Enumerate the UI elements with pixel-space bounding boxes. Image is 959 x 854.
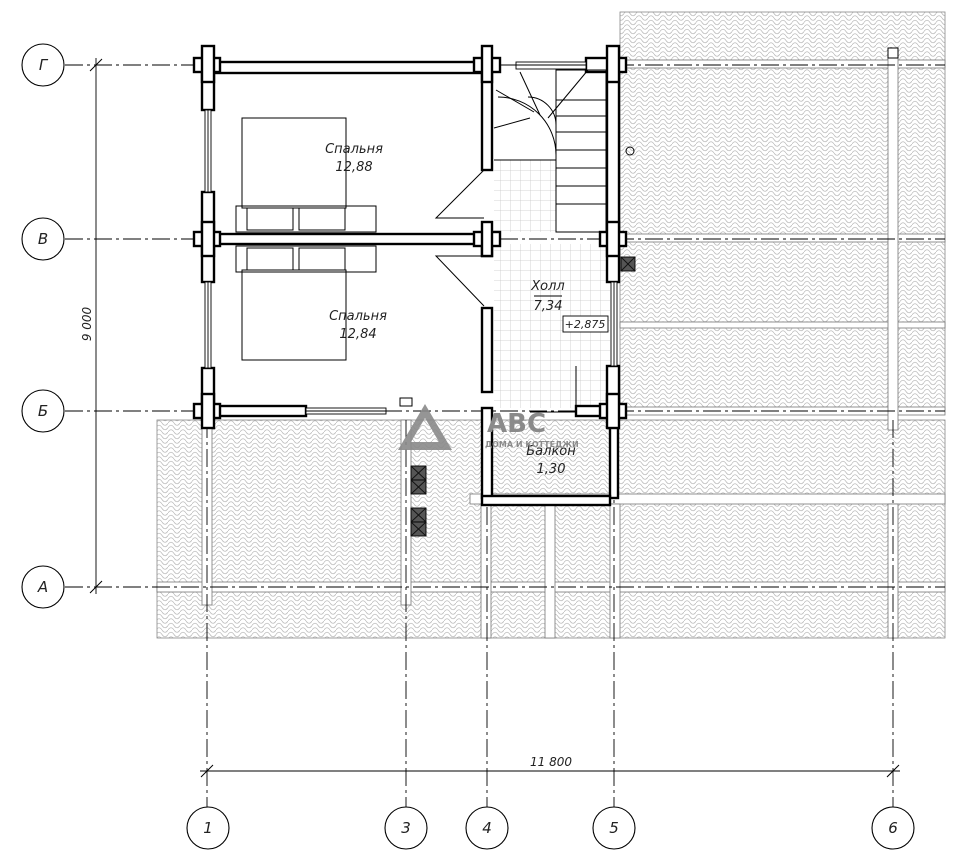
room-labels: Спальня 12,88 Спальня 12,84 Холл 7,34 +2… [325, 142, 605, 477]
hall-name: Холл [530, 279, 564, 294]
axis-label-g: Г [39, 56, 49, 74]
doors [434, 169, 577, 413]
axis-markers-numbers [186, 806, 915, 850]
balcony-name: Балкон [526, 444, 576, 459]
axis-label-b: Б [38, 402, 48, 420]
level-marker-box [562, 315, 609, 333]
axis-label-4: 4 [482, 819, 492, 837]
axis-labels-numbers: 1 3 4 5 6 [203, 819, 898, 837]
axis-circle-4 [465, 806, 509, 850]
axis-circle-6 [871, 806, 915, 850]
axis-circle-b [21, 389, 65, 433]
bed-bottom [235, 245, 377, 361]
axis-circle-v [21, 217, 65, 261]
hall-area: 7,34 [534, 299, 563, 314]
balcony-area: 1,30 [537, 462, 566, 477]
axis-labels-letters: Г В Б А [37, 56, 49, 596]
dimension-depth: 9 000 [80, 58, 103, 594]
staircase [493, 69, 607, 233]
axis-circle-g [21, 43, 65, 87]
axis-circle-1 [186, 806, 230, 850]
bedroom-top-name: Спальня [325, 142, 383, 157]
bedroom-bottom-area: 12,84 [339, 327, 376, 342]
axis-circle-3 [384, 806, 428, 850]
axis-markers-letters [21, 43, 65, 609]
vent-blocks [410, 256, 636, 537]
windows [204, 61, 618, 415]
bedroom-bottom-name: Спальня [329, 309, 387, 324]
logo-tagline: ДОМА И КОТТЕДЖИ [485, 440, 579, 449]
width-dimension-label: 11 800 [530, 755, 572, 769]
small-fixtures [399, 47, 899, 407]
walls [192, 44, 628, 507]
axis-label-v: В [38, 230, 48, 248]
bed-top [235, 117, 377, 233]
logo-triangle-icon [398, 404, 452, 450]
company-logo: ABC ДОМА И КОТТЕДЖИ [398, 404, 579, 450]
depth-dimension-label: 9 000 [80, 306, 94, 341]
hall-level: +2,875 [565, 318, 606, 331]
axis-circle-5 [592, 806, 636, 850]
axis-label-6: 6 [888, 819, 898, 837]
axis-label-1: 1 [203, 819, 213, 837]
logo-name: ABC [487, 409, 546, 439]
bedroom-top-area: 12,88 [335, 160, 372, 175]
axis-label-3: 3 [401, 819, 411, 837]
axis-label-a: А [37, 578, 48, 596]
axis-circle-a [21, 565, 65, 609]
dimension-width: 11 800 [200, 755, 900, 778]
axis-label-5: 5 [609, 819, 619, 837]
